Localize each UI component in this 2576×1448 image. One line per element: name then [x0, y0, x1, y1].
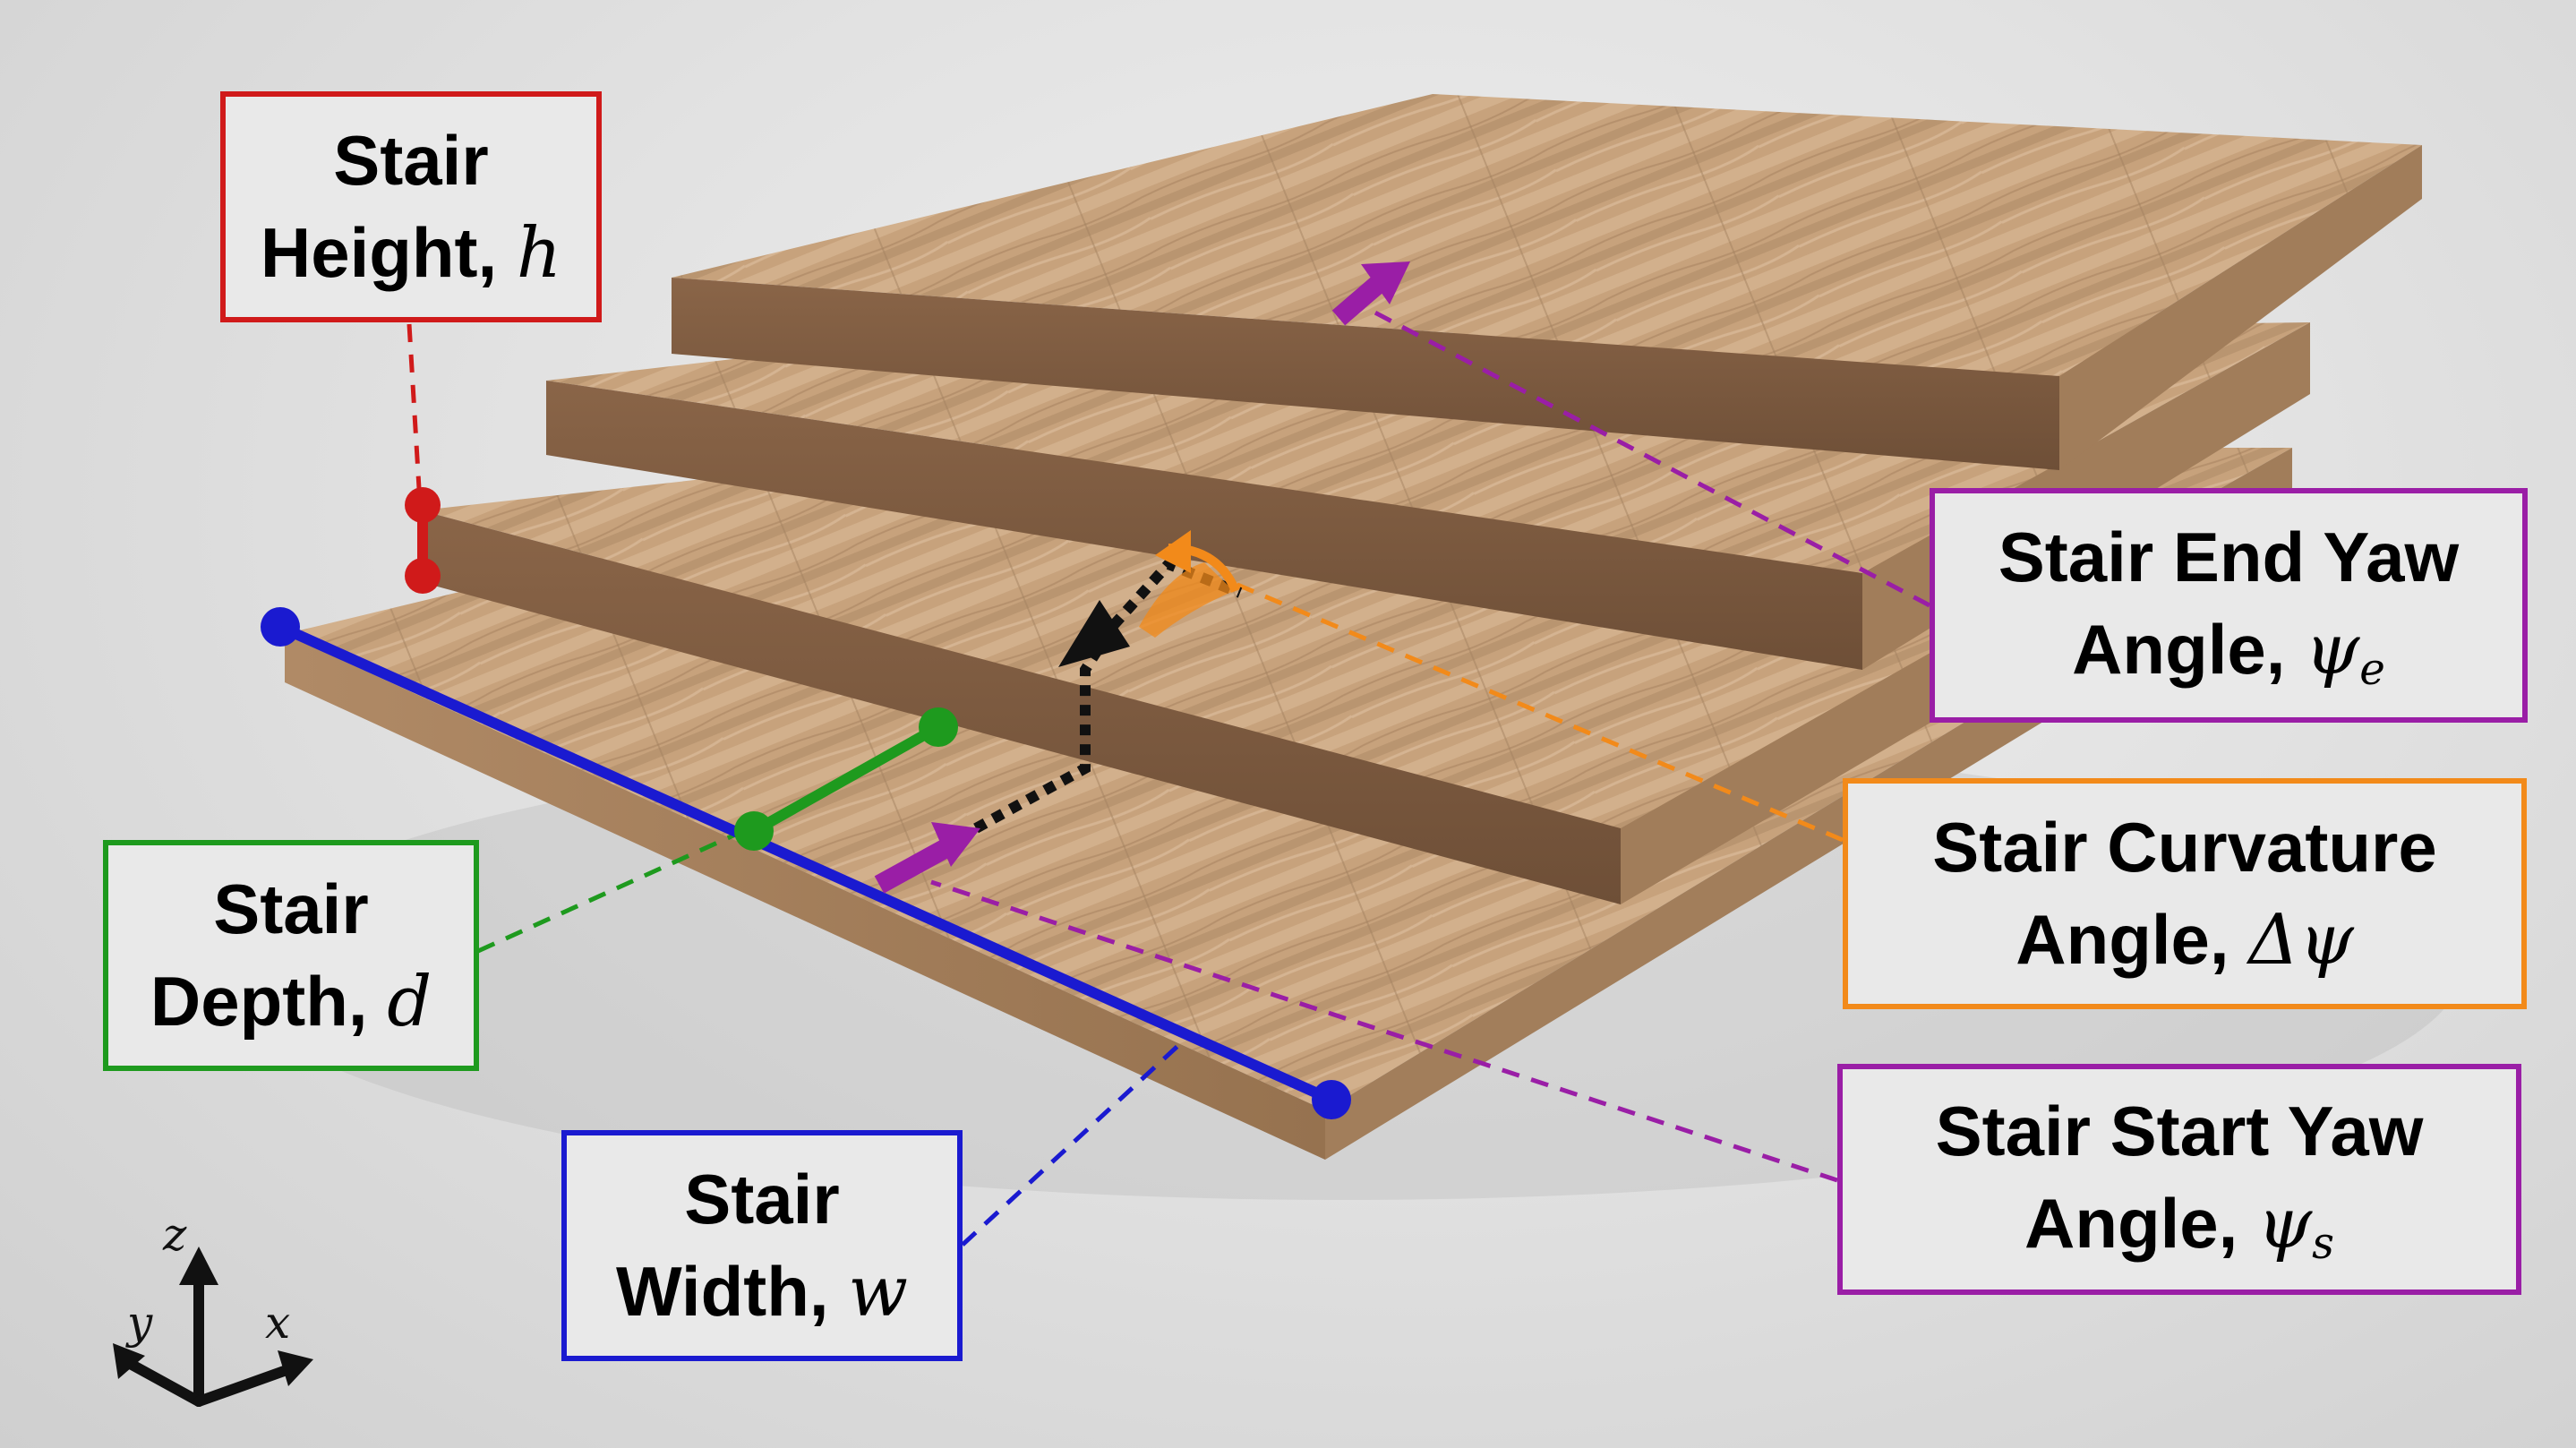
leader-start-yaw — [930, 879, 1838, 1183]
path-arrow-black — [1058, 600, 1130, 667]
label-box-stair-end-yaw: Stair End Yaw Angle, ψe — [1930, 488, 2528, 723]
end-yaw-arrow — [1331, 261, 1410, 326]
leader-end-yaw — [1368, 307, 1931, 608]
variable-subscript: e — [2359, 645, 2385, 696]
label-line: Height, h — [260, 212, 562, 294]
variable-symbol: Δψ — [2248, 899, 2354, 981]
label-line: Angle, ψs — [2024, 1184, 2334, 1270]
start-yaw-arrow — [874, 822, 980, 894]
leader-width — [961, 1039, 1185, 1247]
label-box-stair-depth: Stair Depth, d — [103, 840, 479, 1071]
yaw-path — [973, 557, 1243, 834]
label-line: Stair — [684, 1159, 840, 1238]
label-box-stair-width: Stair Width, w — [561, 1130, 963, 1361]
height-marker — [405, 487, 441, 594]
axis-label-z: z — [163, 1209, 187, 1261]
variable-symbol: d — [387, 961, 432, 1042]
axis-label-x: x — [265, 1297, 291, 1349]
label-box-stair-height: Stair Height, h — [220, 91, 602, 322]
width-marker — [261, 607, 1351, 1119]
label-line: Stair Curvature — [1932, 807, 2437, 887]
label-box-stair-curvature: Stair Curvature Angle, Δψ — [1843, 778, 2527, 1009]
label-box-stair-start-yaw: Stair Start Yaw Angle, ψs — [1837, 1064, 2521, 1295]
label-line: Depth, d — [150, 961, 432, 1042]
label-line: Angle, Δψ — [2015, 899, 2354, 981]
label-line: Angle, ψe — [2072, 610, 2385, 696]
label-line: Stair — [213, 869, 369, 948]
label-line: Stair Start Yaw — [1935, 1092, 2424, 1171]
leader-lines — [407, 307, 1931, 1247]
stair-step-4 — [672, 94, 2422, 470]
leader-height — [407, 323, 423, 504]
label-line: Stair — [333, 120, 489, 200]
depth-marker — [734, 707, 958, 851]
curvature-arc — [1139, 530, 1240, 638]
label-line: Width, w — [616, 1251, 908, 1332]
axis-label-y: y — [127, 1297, 153, 1349]
label-line: Stair End Yaw — [1998, 518, 2460, 597]
variable-symbol: ψ — [2257, 1184, 2313, 1265]
variable-symbol: w — [848, 1251, 908, 1332]
variable-subscript: s — [2312, 1219, 2334, 1270]
variable-symbol: ψ — [2305, 610, 2360, 691]
leader-curvature — [1230, 579, 1844, 843]
axis-triad — [113, 1247, 313, 1407]
variable-symbol: h — [516, 212, 562, 294]
